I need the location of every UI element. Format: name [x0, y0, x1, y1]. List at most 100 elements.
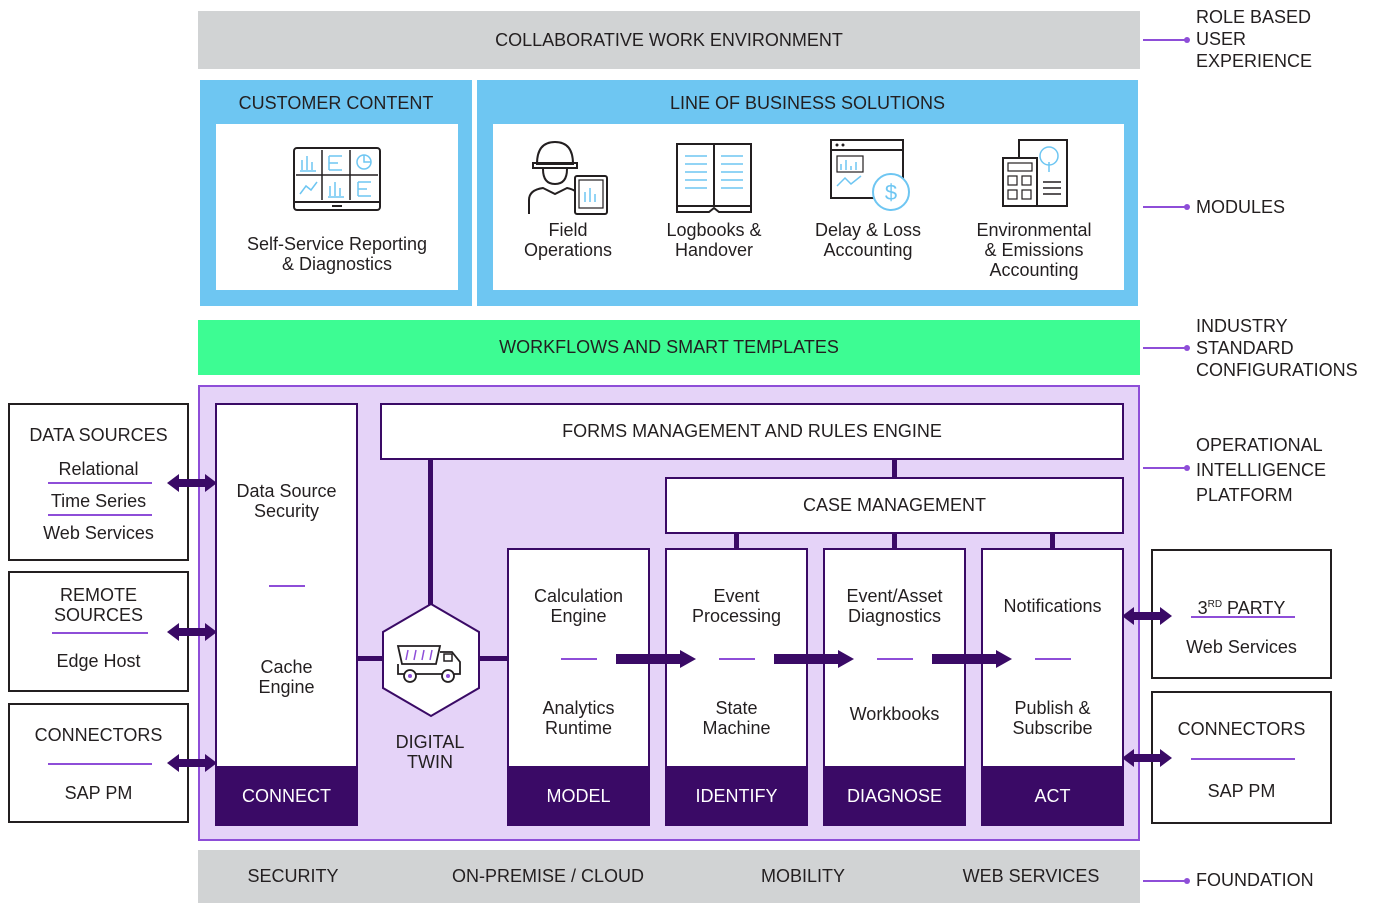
industry-label: INDUSTRY STANDARD CONFIGURATIONS	[1196, 316, 1358, 380]
stage-identify-divider	[719, 658, 755, 660]
foundation-item: SECURITY	[247, 866, 339, 886]
double-arrow-third-party	[1122, 607, 1172, 625]
stage-model-top: Calculation Engine	[533, 586, 624, 626]
stage-act-divider	[1035, 658, 1071, 660]
stage-act-top: Notifications	[1003, 596, 1102, 616]
connect-footer: CONNECT	[215, 766, 358, 826]
stage-act-footer: ACT	[981, 766, 1124, 826]
remote-sources-box: REMOTE SOURCES Edge Host	[8, 571, 189, 692]
forms-management-label: FORMS MANAGEMENT AND RULES ENGINE	[562, 421, 942, 441]
workflows-band: WORKFLOWS AND SMART TEMPLATES	[198, 320, 1140, 375]
stage-identify-top: Event Processing	[691, 586, 782, 626]
right-connectors-box: CONNECTORS SAP PM	[1151, 691, 1332, 824]
flow-arrow-identify-diagnose	[774, 650, 854, 668]
left-connectors-underline	[48, 763, 152, 765]
third-party-title-main: 3	[1197, 598, 1208, 618]
stage-act-footer-label: ACT	[1034, 785, 1071, 806]
lob-item-label-2: Delay & Loss Accounting	[814, 220, 922, 260]
foundation-item: ON-PREMISE / CLOUD	[451, 866, 645, 886]
forms-management-box: FORMS MANAGEMENT AND RULES ENGINE	[380, 403, 1124, 460]
foundation-item: WEB SERVICES	[962, 866, 1100, 886]
lob-item-label-3: Environmental & Emissions Accounting	[976, 220, 1092, 280]
remote-source-item: Edge Host	[56, 651, 141, 671]
svg-text:$: $	[885, 180, 897, 205]
third-party-title-rest: PARTY	[1222, 598, 1286, 618]
foundation-label: FOUNDATION	[1196, 870, 1314, 890]
role-connector	[1143, 39, 1187, 41]
double-arrow-remote-sources	[167, 623, 217, 641]
foundation-connector	[1143, 880, 1187, 882]
double-arrow-left-connectors	[167, 754, 217, 772]
case-management-label: CASE MANAGEMENT	[802, 495, 987, 515]
case-identify-connector	[734, 532, 739, 550]
stage-diagnose-footer: DIAGNOSE	[823, 766, 966, 826]
stage-identify-footer: IDENTIFY	[665, 766, 808, 826]
stage-model-bottom: Analytics Runtime	[542, 698, 615, 738]
left-connectors-title: CONNECTORS	[34, 725, 163, 745]
customer-content-panel: CUSTOMER CONTENT Self-Service Reporting …	[198, 78, 474, 308]
role-based-label: ROLE BASED USER EXPERIENCE	[1196, 7, 1313, 71]
environmental-report-icon	[1002, 139, 1068, 207]
lob-card: Field Operations Logbooks & Handover $ D…	[493, 124, 1124, 290]
stage-act: Notifications Publish & Subscribe ACT	[981, 548, 1124, 826]
self-service-label: Self-Service Reporting & Diagnostics	[246, 234, 428, 274]
third-party-underline	[1191, 616, 1295, 618]
remote-sources-title: REMOTE SOURCES	[53, 585, 143, 625]
collaborative-work-environment-band: COLLABORATIVE WORK ENVIRONMENT	[198, 11, 1140, 69]
stage-model-divider	[561, 658, 597, 660]
foundation-item: MOBILITY	[760, 866, 845, 886]
stage-diagnose-top: Event/Asset Diagnostics	[846, 586, 943, 626]
industry-dot	[1184, 345, 1190, 351]
modules-connector	[1143, 206, 1187, 208]
forms-case-connector	[892, 458, 897, 478]
twin-left-connector	[356, 656, 384, 661]
third-party-title: 3RD PARTY	[1153, 575, 1330, 618]
platform-connector	[1143, 467, 1187, 469]
double-arrow-right-connectors	[1122, 749, 1172, 767]
line-of-business-panel: LINE OF BUSINESS SOLUTIONS Field Operati…	[475, 78, 1140, 308]
dashboard-monitor-icon	[293, 147, 381, 211]
self-service-card: Self-Service Reporting & Diagnostics	[216, 124, 458, 290]
workflows-band-label: WORKFLOWS AND SMART TEMPLATES	[499, 337, 839, 357]
modules-label: MODULES	[1196, 197, 1286, 217]
role-dot	[1184, 37, 1190, 43]
connect-footer-label: CONNECT	[242, 785, 331, 806]
line-of-business-title: LINE OF BUSINESS SOLUTIONS	[669, 92, 946, 113]
logbook-icon	[676, 143, 752, 213]
stage-act-bottom: Publish & Subscribe	[1012, 698, 1093, 738]
customer-content-title: CUSTOMER CONTENT	[238, 92, 434, 113]
stage-identify: Event Processing State Machine IDENTIFY	[665, 548, 808, 826]
connect-column: Data Source Security Cache Engine CONNEC…	[215, 403, 358, 826]
right-connectors-underline	[1191, 758, 1295, 760]
stage-model: Calculation Engine Analytics Runtime MOD…	[507, 548, 650, 826]
stage-model-footer: MODEL	[507, 766, 650, 826]
double-arrow-data-sources	[167, 474, 217, 492]
cache-engine-label: Cache Engine	[258, 657, 315, 697]
left-connectors-box: CONNECTORS SAP PM	[8, 703, 189, 823]
stage-identify-bottom: State Machine	[702, 698, 771, 738]
stage-identify-footer-label: IDENTIFY	[695, 785, 778, 806]
data-source-item: Relational	[58, 459, 139, 479]
case-diagnose-connector	[892, 532, 897, 550]
industry-connector	[1143, 347, 1187, 349]
twin-right-connector	[476, 656, 508, 661]
data-source-underline	[48, 482, 152, 484]
data-sources-box: DATA SOURCES Relational Time Series Web …	[8, 403, 189, 561]
foundation-band: SECURITY ON-PREMISE / CLOUD MOBILITY WEB…	[198, 850, 1140, 903]
platform-dot	[1184, 465, 1190, 471]
foundation-dot	[1184, 878, 1190, 884]
data-sources-title: DATA SOURCES	[29, 425, 168, 445]
accounting-browser-icon: $	[830, 139, 910, 211]
case-act-connector	[1050, 532, 1055, 550]
right-connector-item: SAP PM	[1207, 781, 1276, 801]
digital-twin-label: DIGITAL TWIN	[395, 732, 465, 772]
remote-sources-underline	[52, 632, 148, 634]
lob-item-label-0: Field Operations	[523, 220, 613, 260]
data-source-item: Web Services	[43, 523, 154, 543]
flow-arrow-model-identify	[616, 650, 696, 668]
third-party-box: 3RD PARTY Web Services	[1151, 549, 1332, 679]
platform-label: OPERATIONAL INTELLIGENCE PLATFORM	[1196, 435, 1327, 505]
connect-divider	[269, 585, 305, 587]
third-party-title-sup: RD	[1207, 599, 1223, 610]
twin-forms-connector	[428, 458, 433, 606]
